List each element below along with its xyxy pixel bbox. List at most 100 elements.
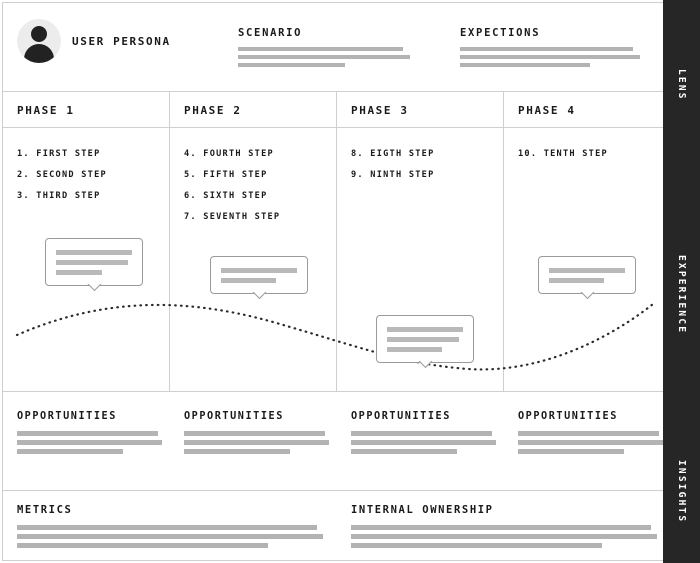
step-item[interactable]: 8. EIGTH STEP	[351, 149, 435, 159]
expections-title: EXPECTIONS	[460, 27, 541, 39]
callout-placeholder-bar	[387, 347, 442, 352]
user-avatar-icon	[17, 19, 61, 63]
scenario-placeholder-bar	[238, 55, 410, 59]
rail-segment-insights[interactable]: INSIGHTS	[663, 420, 700, 563]
callout-placeholder-bar	[56, 260, 129, 265]
steps-list-phase-1: 1. FIRST STEP 2. SECOND STEP 3. THIRD ST…	[17, 149, 107, 212]
opportunities-placeholder-bar	[184, 431, 325, 436]
opportunities-placeholder-bar	[17, 449, 123, 454]
phase-title-4: PHASE 4	[518, 104, 576, 117]
callout-placeholder-bar	[387, 327, 463, 332]
scenario-placeholder-bar	[238, 47, 404, 51]
column-divider-3	[503, 91, 504, 391]
callout-tail-icon	[249, 292, 269, 302]
phase-title-2: PHASE 2	[184, 104, 242, 117]
user-persona-block[interactable]: USER PERSONA	[17, 19, 171, 63]
scenario-block: SCENARIO	[238, 27, 410, 71]
callout-placeholder-bar	[56, 250, 132, 255]
opportunities-placeholder-bar	[351, 440, 496, 445]
steps-list-phase-3: 8. EIGTH STEP 9. NINTH STEP	[351, 149, 435, 191]
callout-content	[377, 316, 473, 362]
phase-title-1: PHASE 1	[17, 104, 75, 117]
step-item[interactable]: 1. FIRST STEP	[17, 149, 101, 159]
column-divider-1	[169, 91, 170, 391]
step-item[interactable]: 7. SEVENTH STEP	[184, 212, 281, 222]
rail-label-lens: LENS	[676, 69, 687, 101]
opportunities-placeholder-bar	[351, 449, 457, 454]
callout-content	[211, 257, 307, 293]
opportunities-placeholder-bar	[518, 449, 624, 454]
rail-segment-lens[interactable]: LENS	[663, 0, 700, 170]
internal-ownership-placeholder-bar	[351, 534, 657, 539]
step-item[interactable]: 6. SIXTH STEP	[184, 191, 268, 201]
opportunities-title: OPPORTUNITIES	[518, 411, 618, 422]
step-item[interactable]: 10. TENTH STEP	[518, 149, 608, 159]
rail-label-experience: EXPERIENCE	[676, 255, 687, 335]
callout-placeholder-bar	[549, 278, 604, 283]
scenario-title: SCENARIO	[238, 27, 303, 39]
expections-placeholder-bar	[460, 55, 640, 59]
right-rail: LENS EXPERIENCE INSIGHTS	[663, 0, 700, 563]
callout-content	[46, 239, 142, 285]
callout-content	[539, 257, 635, 293]
opportunities-block-2: OPPORTUNITIES	[184, 411, 329, 458]
step-item[interactable]: 3. THIRD STEP	[17, 191, 101, 201]
internal-ownership-block: INTERNAL OWNERSHIP	[351, 504, 657, 552]
callout-bubble-phase-3[interactable]	[376, 315, 474, 363]
internal-ownership-title: INTERNAL OWNERSHIP	[351, 504, 494, 516]
rail-segment-experience[interactable]: EXPERIENCE	[663, 170, 700, 420]
metrics-placeholder-bar	[17, 543, 268, 548]
steps-list-phase-2: 4. FOURTH STEP 5. FIFTH STEP 6. SIXTH ST…	[184, 149, 280, 233]
step-item[interactable]: 2. SECOND STEP	[17, 170, 107, 180]
metrics-block: METRICS	[17, 504, 323, 552]
column-divider-2	[336, 91, 337, 391]
callout-tail-icon	[84, 284, 104, 294]
opportunities-placeholder-bar	[17, 431, 158, 436]
internal-ownership-placeholder-bar	[351, 543, 602, 548]
metrics-title: METRICS	[17, 504, 73, 516]
opportunities-block-1: OPPORTUNITIES	[17, 411, 162, 458]
opportunities-placeholder-bar	[184, 440, 329, 445]
callout-bubble-phase-4[interactable]	[538, 256, 636, 294]
phase-title-3: PHASE 3	[351, 104, 409, 117]
opportunities-title: OPPORTUNITIES	[351, 411, 451, 422]
callout-placeholder-bar	[56, 270, 102, 275]
callout-placeholder-bar	[387, 337, 460, 342]
step-item[interactable]: 5. FIFTH STEP	[184, 170, 268, 180]
callout-placeholder-bar	[221, 268, 297, 273]
opportunities-placeholder-bar	[518, 431, 659, 436]
callout-placeholder-bar	[549, 268, 625, 273]
step-item[interactable]: 4. FOURTH STEP	[184, 149, 274, 159]
divider-insights-bottom	[3, 490, 663, 491]
metrics-placeholder-bar	[17, 534, 323, 539]
opportunities-placeholder-bar	[17, 440, 162, 445]
step-item[interactable]: 9. NINTH STEP	[351, 170, 435, 180]
opportunities-placeholder-bar	[518, 440, 663, 445]
expections-block: EXPECTIONS	[460, 27, 640, 71]
opportunities-placeholder-bar	[184, 449, 290, 454]
expections-placeholder-bar	[460, 63, 590, 67]
experience-curve	[15, 302, 655, 371]
callout-bubble-phase-1[interactable]	[45, 238, 143, 286]
opportunities-title: OPPORTUNITIES	[17, 411, 117, 422]
internal-ownership-placeholder-bar	[351, 525, 651, 530]
opportunities-block-4: OPPORTUNITIES	[518, 411, 663, 458]
metrics-placeholder-bar	[17, 525, 317, 530]
opportunities-block-3: OPPORTUNITIES	[351, 411, 496, 458]
callout-tail-icon	[577, 292, 597, 302]
divider-header-bottom	[3, 91, 663, 92]
divider-experience-bottom	[3, 391, 663, 392]
avatar-body-shape	[24, 44, 54, 63]
avatar-head-shape	[31, 26, 47, 42]
user-persona-label: USER PERSONA	[72, 34, 171, 48]
callout-bubble-phase-2[interactable]	[210, 256, 308, 294]
divider-phase-bottom	[3, 127, 663, 128]
scenario-placeholder-bar	[238, 63, 345, 67]
steps-list-phase-4: 10. TENTH STEP	[518, 149, 608, 170]
opportunities-placeholder-bar	[351, 431, 492, 436]
callout-placeholder-bar	[221, 278, 276, 283]
callout-tail-icon	[415, 361, 435, 371]
rail-label-insights: INSIGHTS	[676, 459, 687, 524]
opportunities-title: OPPORTUNITIES	[184, 411, 284, 422]
